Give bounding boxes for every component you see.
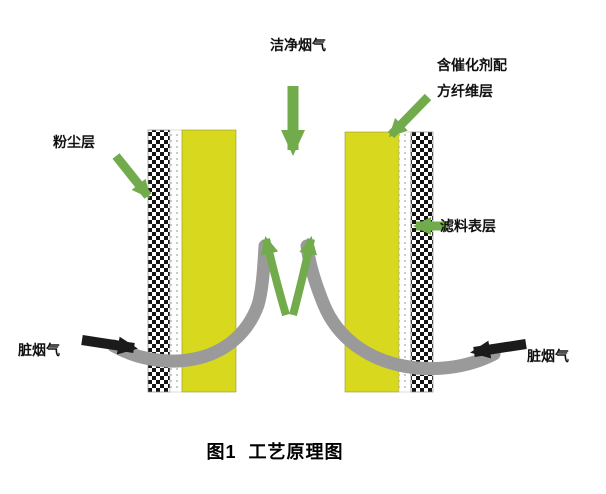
left-wall-surface-layer (169, 129, 183, 393)
gray-flow-arrow-right (300, 239, 501, 376)
label-dirty-gas-right: 脏烟气 (527, 348, 569, 364)
label-dust-layer: 粉尘层 (53, 134, 95, 150)
gray-flow-arrow-left (107, 239, 272, 368)
right-wall-dust-cake-layer (410, 131, 434, 393)
dirty-gas-arrow-right (470, 339, 527, 359)
green-up-arrow-left (260, 236, 290, 317)
label-dirty-gas-left: 脏烟气 (18, 342, 60, 358)
catalyst-layer-pointer-arrow (387, 93, 432, 139)
figure-caption: 图1 工艺原理图 (206, 442, 344, 462)
label-clean-gas: 洁净烟气 (270, 37, 326, 53)
dust-layer-pointer-arrow (112, 153, 152, 199)
label-catalyst-fiber-layer: 含催化剂配方纤维层 (437, 57, 507, 99)
label-filter-surface-layer: 滤料表层 (440, 218, 496, 234)
right-wall-surface-layer (398, 131, 412, 393)
dirty-gas-arrow-left (81, 335, 138, 355)
green-up-arrow-right (289, 236, 318, 317)
